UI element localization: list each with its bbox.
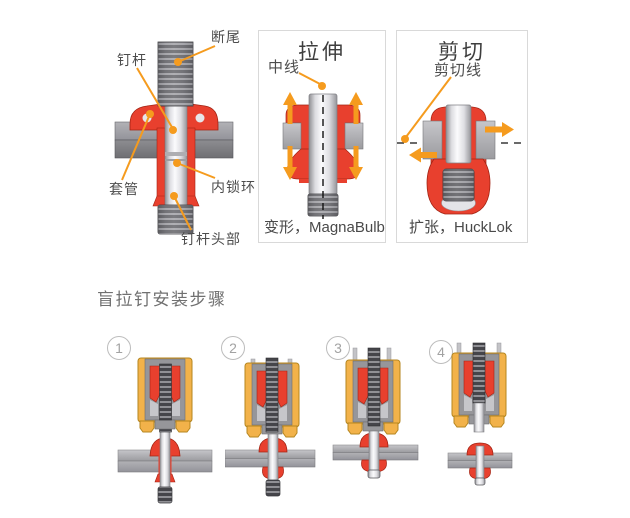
step-4-number: 4 — [429, 340, 453, 364]
rivet-anatomy-diagram: 断尾 钉杆 套管 内锁环 钉杆头部 — [95, 18, 265, 253]
anatomy-leader-lines — [121, 45, 216, 231]
label-pin-head: 钉杆头部 — [181, 231, 241, 247]
step-2-illustration — [225, 357, 316, 497]
shear-panel: 剪切 剪切线 扩张，HuckLok — [396, 30, 528, 243]
tension-illustration — [282, 72, 364, 219]
shear-caption: 扩张，HuckLok — [409, 219, 513, 236]
shear-title: 剪切 — [438, 41, 486, 64]
shear-illustration — [397, 76, 527, 215]
rivet-anatomy-illustration — [114, 41, 234, 235]
tension-caption: 变形，MagnaBulb — [264, 219, 385, 236]
step-4-illustration — [447, 342, 513, 486]
step-1-number: 1 — [107, 336, 131, 360]
label-lock-ring: 内锁环 — [211, 179, 256, 195]
label-break-tail: 断尾 — [211, 29, 241, 45]
tension-title: 拉伸 — [298, 41, 346, 64]
step-3-number: 3 — [326, 336, 350, 360]
label-sleeve: 套管 — [109, 181, 139, 197]
anatomy-leader-dots — [146, 58, 182, 200]
step-1-illustration — [117, 357, 213, 504]
shear-arrows — [409, 122, 514, 163]
tension-panel: 拉伸 中线 变形，MagnaBulb — [258, 30, 386, 243]
tension-callout-centerline: 中线 — [268, 59, 301, 76]
tension-arrows — [283, 92, 363, 180]
shear-callout-shearline: 剪切线 — [434, 62, 483, 79]
steps-section-title: 盲拉钉安装步骤 — [97, 290, 227, 309]
label-pin: 钉杆 — [117, 52, 147, 68]
step-3-illustration — [332, 347, 419, 479]
step-2-number: 2 — [221, 336, 245, 360]
